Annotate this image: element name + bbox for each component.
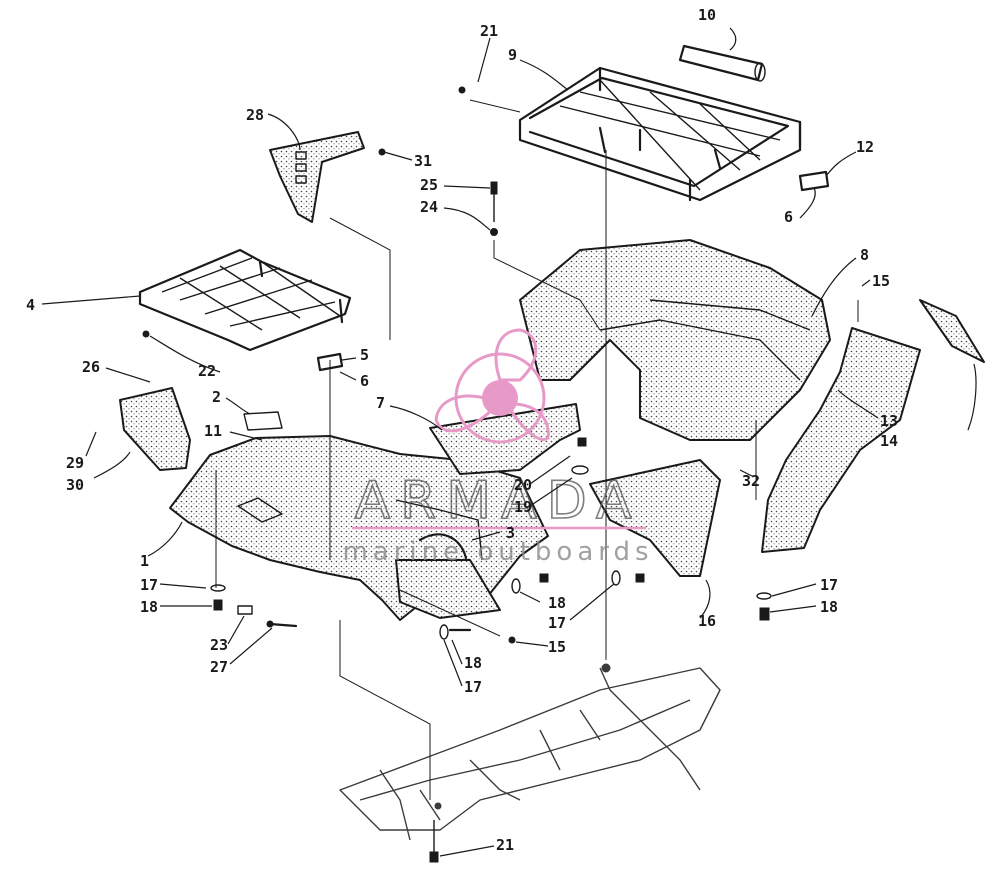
callout-20: 20 (514, 476, 532, 494)
callout-12: 12 (856, 138, 874, 156)
watermark-brand: ARMADA (355, 471, 642, 531)
front-bumper-cover (429, 403, 581, 475)
callout-18-rear: 18 (820, 598, 838, 616)
propeller-blade-left (434, 394, 494, 433)
callout-19: 19 (514, 498, 532, 516)
callout-labels: 21 9 10 28 31 25 24 12 6 8 15 4 22 5 6 2… (26, 6, 898, 854)
callout-8: 8 (860, 246, 869, 264)
callout-23: 23 (210, 636, 228, 654)
front-fender-mudflap (395, 559, 501, 619)
callout-32: 32 (742, 472, 760, 490)
callout-18-front-left: 18 (140, 598, 158, 616)
callout-26: 26 (82, 358, 100, 376)
callout-15-lower: 15 (548, 638, 566, 656)
callout-29: 29 (66, 454, 84, 472)
callout-27: 27 (210, 658, 228, 676)
callout-15-right: 15 (872, 272, 890, 290)
instrument-pod (269, 131, 365, 223)
callout-leaders (41, 27, 977, 857)
rear-fender (519, 239, 831, 441)
armada-watermark: ARMADA marine outboards (342, 328, 653, 567)
callout-3: 3 (506, 524, 515, 542)
rear-fender-extension (761, 327, 921, 553)
bolt-21-bottom (429, 820, 439, 863)
callout-2: 2 (212, 388, 221, 406)
watermark-tagline: marine outboards (342, 537, 653, 567)
rear-rack-bracket (798, 170, 830, 192)
rear-rack (518, 66, 802, 202)
callout-31: 31 (414, 152, 432, 170)
hardware-front-left (210, 584, 298, 628)
callout-4: 4 (26, 296, 35, 314)
rear-mudguard (589, 459, 721, 577)
callout-18-mid: 18 (548, 594, 566, 612)
guide-lines (215, 99, 859, 800)
fastener-21-top (458, 86, 466, 94)
propeller-logo-icon (434, 328, 550, 444)
fender-trim (919, 299, 985, 363)
callout-21-top: 21 (480, 22, 498, 40)
propeller-hub (482, 380, 518, 416)
callout-21-bottom: 21 (496, 836, 514, 854)
callout-25: 25 (420, 176, 438, 194)
callout-6-front: 6 (360, 372, 369, 390)
hardware-rear-right (756, 592, 772, 621)
callout-7: 7 (376, 394, 385, 412)
fuel-cap (243, 411, 283, 431)
side-panel (119, 387, 191, 471)
callout-6-rear: 6 (784, 208, 793, 226)
front-rack-bracket (316, 352, 344, 372)
callout-1: 1 (140, 552, 149, 570)
callout-14: 14 (880, 432, 898, 450)
callout-5: 5 (360, 346, 369, 364)
callout-9: 9 (508, 46, 517, 64)
callout-18-lower: 18 (464, 654, 482, 672)
callout-10: 10 (698, 6, 716, 24)
callout-28: 28 (246, 106, 264, 124)
callout-16: 16 (698, 612, 716, 630)
callout-30: 30 (66, 476, 84, 494)
callout-17-lower: 17 (464, 678, 482, 696)
front-rack (138, 248, 352, 352)
callout-13: 13 (880, 412, 898, 430)
callout-17-mid: 17 (548, 614, 566, 632)
hardware-center (571, 437, 589, 475)
callout-17-front-left: 17 (140, 576, 158, 594)
callout-24: 24 (420, 198, 438, 216)
fastener-22 (142, 330, 150, 338)
rack-pad (678, 44, 766, 82)
callout-17-rear: 17 (820, 576, 838, 594)
bolt-25 (490, 181, 498, 222)
callout-11: 11 (204, 422, 222, 440)
propeller-ring (454, 352, 546, 444)
nut-24 (490, 228, 498, 236)
callout-22: 22 (198, 362, 216, 380)
chassis-frame (339, 663, 721, 841)
hardware-front-right (439, 570, 645, 644)
